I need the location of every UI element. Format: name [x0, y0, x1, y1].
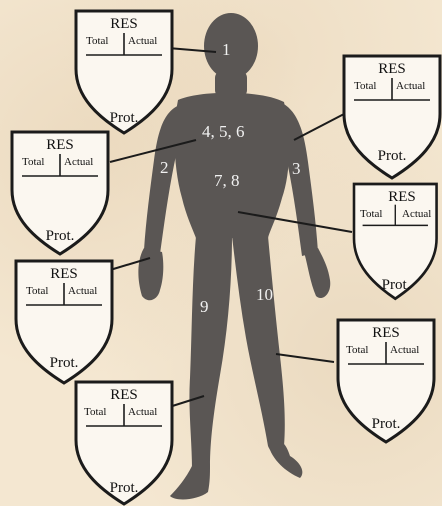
location-head: 1: [222, 40, 231, 59]
actual-label: Actual: [402, 208, 431, 220]
location-left-arm: 2: [160, 158, 169, 177]
res-shield: RES Total Actual Prot.: [344, 56, 440, 178]
torso: [175, 93, 290, 238]
left-foot: [170, 466, 210, 499]
actual-label: Actual: [68, 285, 97, 297]
prot-label: Prot.: [110, 110, 139, 126]
actual-label: Actual: [128, 406, 157, 418]
res-shield: RES Total Actual Prot.: [76, 11, 172, 133]
prot-label: Prot.: [382, 277, 411, 293]
total-label: Total: [22, 156, 44, 168]
prot-label: Prot.: [46, 228, 75, 244]
prot-label: Prot.: [110, 480, 139, 496]
leader-line-3: [294, 114, 344, 140]
location-left-leg: 9: [200, 297, 209, 316]
location-right-arm: 3: [292, 159, 301, 178]
actual-label: Actual: [128, 35, 157, 47]
left-leg: [189, 236, 232, 475]
res-shield: RES Total Actual Prot.: [12, 132, 108, 254]
actual-label: Actual: [396, 80, 425, 92]
res-label: RES: [46, 137, 74, 153]
left-hand: [138, 248, 163, 300]
leader-line-6: [276, 354, 334, 362]
right-leg: [232, 236, 285, 454]
prot-label: Prot.: [372, 416, 401, 432]
res-label: RES: [110, 387, 138, 403]
location-abdomen: 7, 8: [214, 171, 240, 190]
right-hand: [304, 248, 330, 298]
res-label: RES: [388, 189, 416, 205]
res-label: RES: [50, 266, 78, 282]
right-foot: [268, 444, 302, 478]
res-label: RES: [378, 61, 406, 77]
total-label: Total: [26, 285, 48, 297]
actual-label: Actual: [64, 156, 93, 168]
res-shield: RES Total Actual Prot.: [76, 382, 172, 504]
prot-label: Prot.: [50, 355, 79, 371]
actual-label: Actual: [390, 344, 419, 356]
res-label: RES: [372, 325, 400, 341]
res-shield: RES Total Actual Prot.: [354, 184, 437, 299]
prot-label: Prot.: [378, 148, 407, 164]
total-label: Total: [346, 344, 368, 356]
location-torso: 4, 5, 6: [202, 122, 245, 141]
total-label: Total: [84, 406, 106, 418]
total-label: Total: [86, 35, 108, 47]
res-shield: RES Total Actual Prot.: [16, 261, 112, 383]
head: [204, 13, 258, 79]
location-right-leg: 10: [256, 285, 273, 304]
res-label: RES: [110, 16, 138, 32]
total-label: Total: [360, 208, 382, 220]
total-label: Total: [354, 80, 376, 92]
res-shield: RES Total Actual Prot.: [338, 320, 434, 442]
